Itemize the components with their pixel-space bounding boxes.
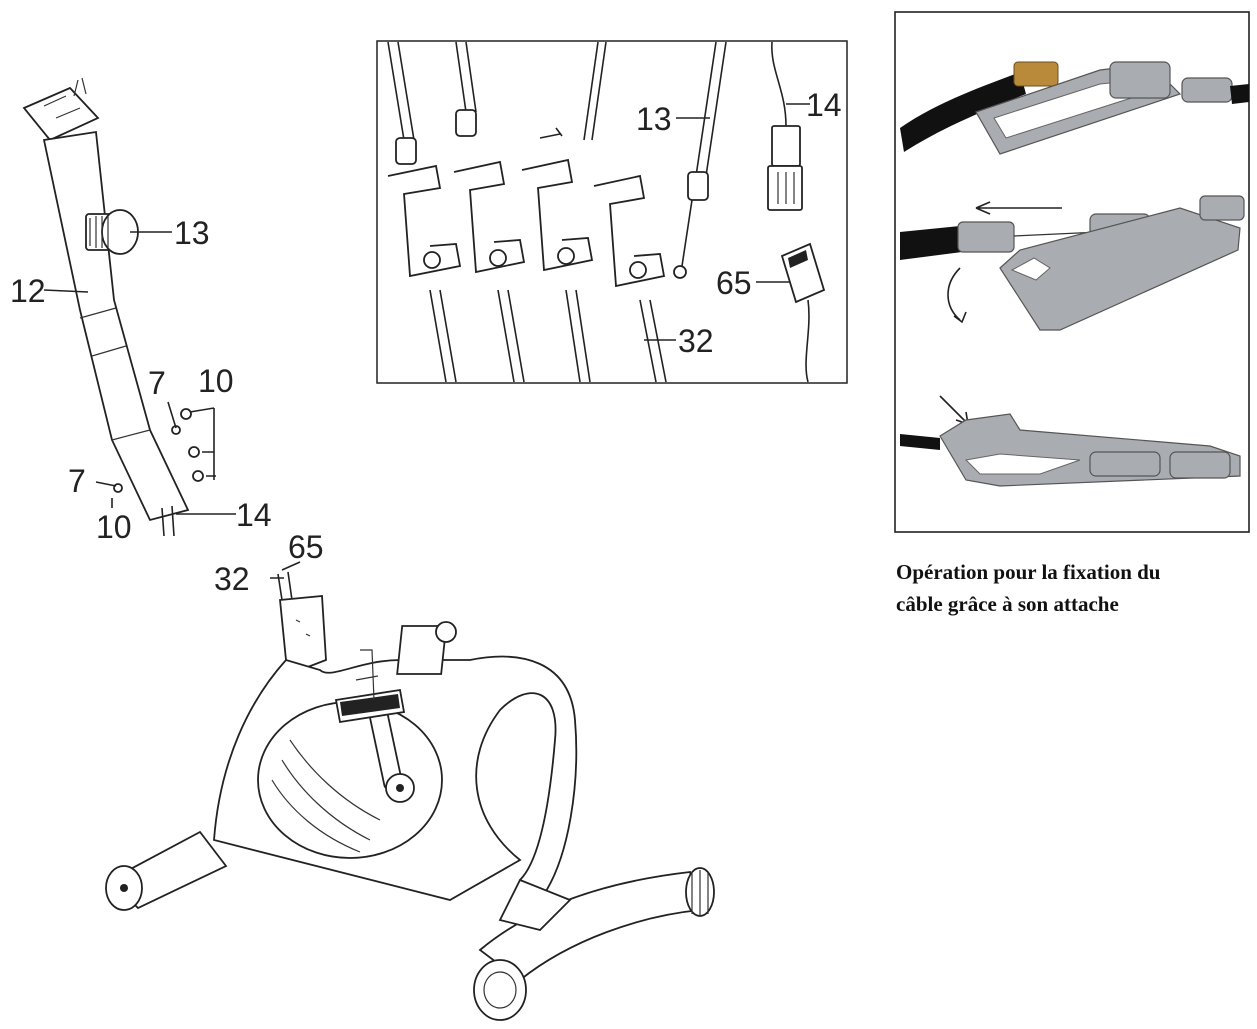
photo-step-1 — [900, 61, 1249, 155]
label-10-upper: 10 — [198, 363, 234, 399]
caption-line-1: Opération pour la fixation du — [896, 560, 1161, 584]
label-7-lower: 7 — [68, 463, 86, 499]
cable-clip-photos — [894, 11, 1250, 533]
caption-line-2: câble grâce à son attache — [896, 592, 1119, 616]
label-10-lower: 10 — [96, 509, 132, 545]
photo-caption: Opération pour la fixation du câble grâc… — [896, 556, 1246, 620]
handlebar-post — [22, 77, 236, 537]
label-65-detail: 65 — [716, 265, 752, 301]
label-13-detail: 13 — [636, 101, 672, 137]
label-14: 14 — [236, 497, 272, 533]
cable-detail-panel — [376, 40, 848, 384]
photo-step-2 — [900, 195, 1245, 331]
label-12: 12 — [10, 273, 46, 309]
label-32-detail: 32 — [678, 323, 714, 359]
bike-frame — [105, 561, 715, 1021]
label-7-upper: 7 — [148, 365, 166, 401]
label-32-frame: 32 — [214, 561, 250, 597]
label-13: 13 — [174, 215, 210, 251]
label-65-frame: 65 — [288, 529, 324, 565]
label-14-detail: 14 — [806, 87, 842, 123]
photo-step-3 — [900, 395, 1241, 487]
